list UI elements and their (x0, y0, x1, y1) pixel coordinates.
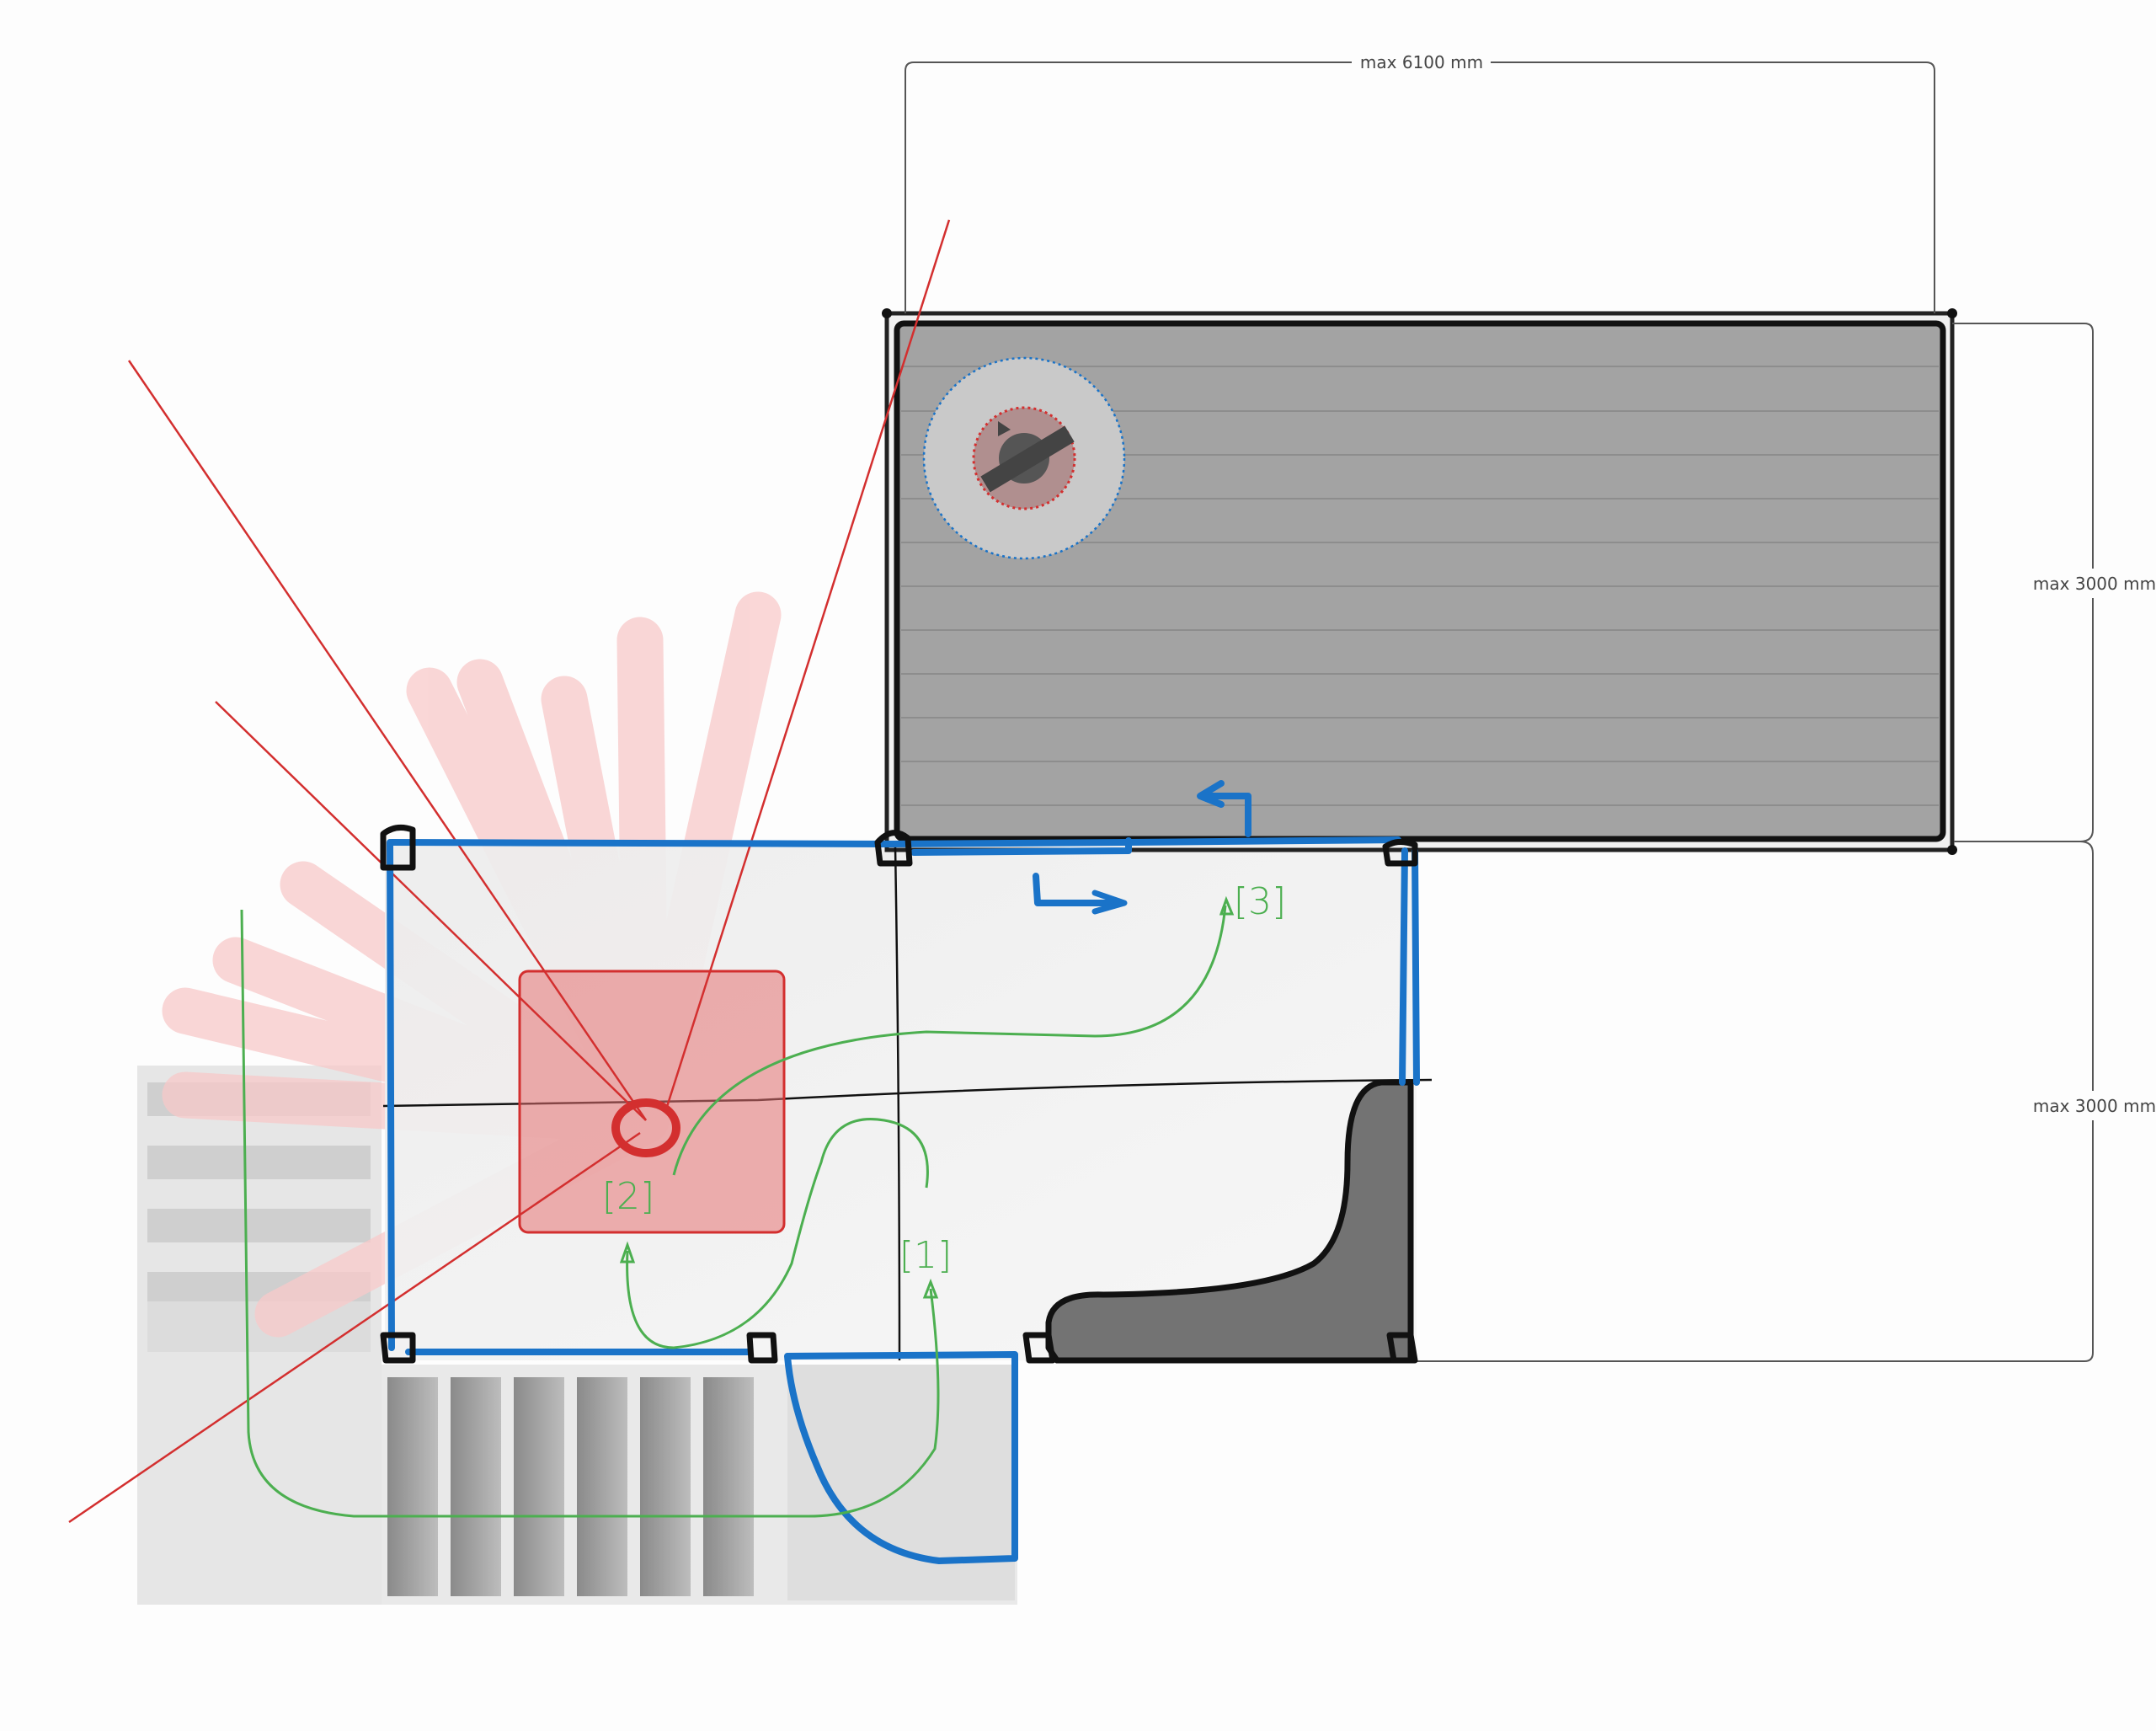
dimension-width (905, 61, 1935, 313)
marker-3: [3] (1234, 880, 1286, 923)
marker-1: [1] (899, 1234, 952, 1277)
width-dimension-label: max 6100 mm (1360, 52, 1483, 72)
sightlines (68, 219, 951, 1524)
circulation-paths (240, 895, 1235, 1518)
stair-annex (137, 1066, 1017, 1605)
dimension-depth (1417, 323, 2094, 1362)
deck (882, 308, 1957, 855)
depth-lower-label: max 3000 mm (2033, 1096, 2156, 1116)
lounge-seating (1045, 1079, 1414, 1364)
corner-posts (380, 824, 1418, 1364)
marker-2: [2] (602, 1175, 654, 1218)
blue-outline-sketch (387, 780, 1420, 1564)
room-division-lines (382, 846, 1433, 1361)
viewpoint-marker (611, 1098, 680, 1157)
hot-tub-icon (922, 356, 1126, 560)
lower-stair-treads (387, 1377, 754, 1596)
depth-upper-label: max 3000 mm (2033, 574, 2156, 594)
